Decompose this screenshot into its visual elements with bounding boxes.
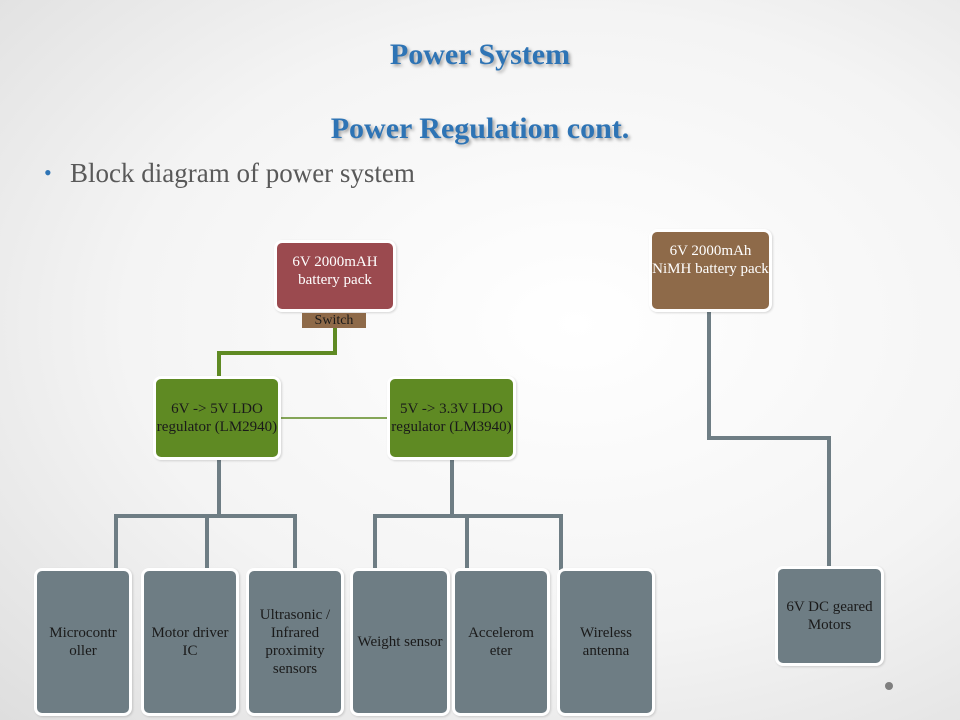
wire-nimh-to-motors: [707, 312, 831, 568]
regulator-3v3-box: 5V -> 3.3V LDO regulator (LM3940): [387, 376, 516, 460]
load-weight-sensor-box: Weight sensor: [350, 568, 450, 716]
load-microcontroller-box: Microcontr oller: [34, 568, 132, 716]
load-motor-driver-box: Motor driver IC: [141, 568, 239, 716]
load-proximity-sensors-box: Ultrasonic / Infrared proximity sensors: [246, 568, 344, 716]
switch-label: Switch: [302, 313, 366, 328]
battery-pack-box: 6V 2000mAH battery pack: [274, 240, 396, 312]
bullet-text: Block diagram of power system: [70, 158, 415, 188]
load-wireless-antenna-box: Wireless antenna: [557, 568, 655, 716]
slide-title-line2: Power Regulation cont.: [330, 112, 630, 145]
motors-box: 6V DC geared Motors: [775, 566, 884, 666]
bullet-item: • Block diagram of power system: [44, 158, 415, 189]
slide-title-line1: Power System: [389, 38, 571, 71]
wire-switch-to-reg5v: [217, 328, 337, 380]
bullet-dot-icon: •: [44, 160, 52, 185]
footer-dot-icon: [885, 682, 893, 690]
regulator-5v-box: 6V -> 5V LDO regulator (LM2940): [153, 376, 281, 460]
nimh-battery-box: 6V 2000mAh NiMH battery pack: [649, 229, 772, 312]
load-accelerometer-box: Accelerom eter: [452, 568, 550, 716]
